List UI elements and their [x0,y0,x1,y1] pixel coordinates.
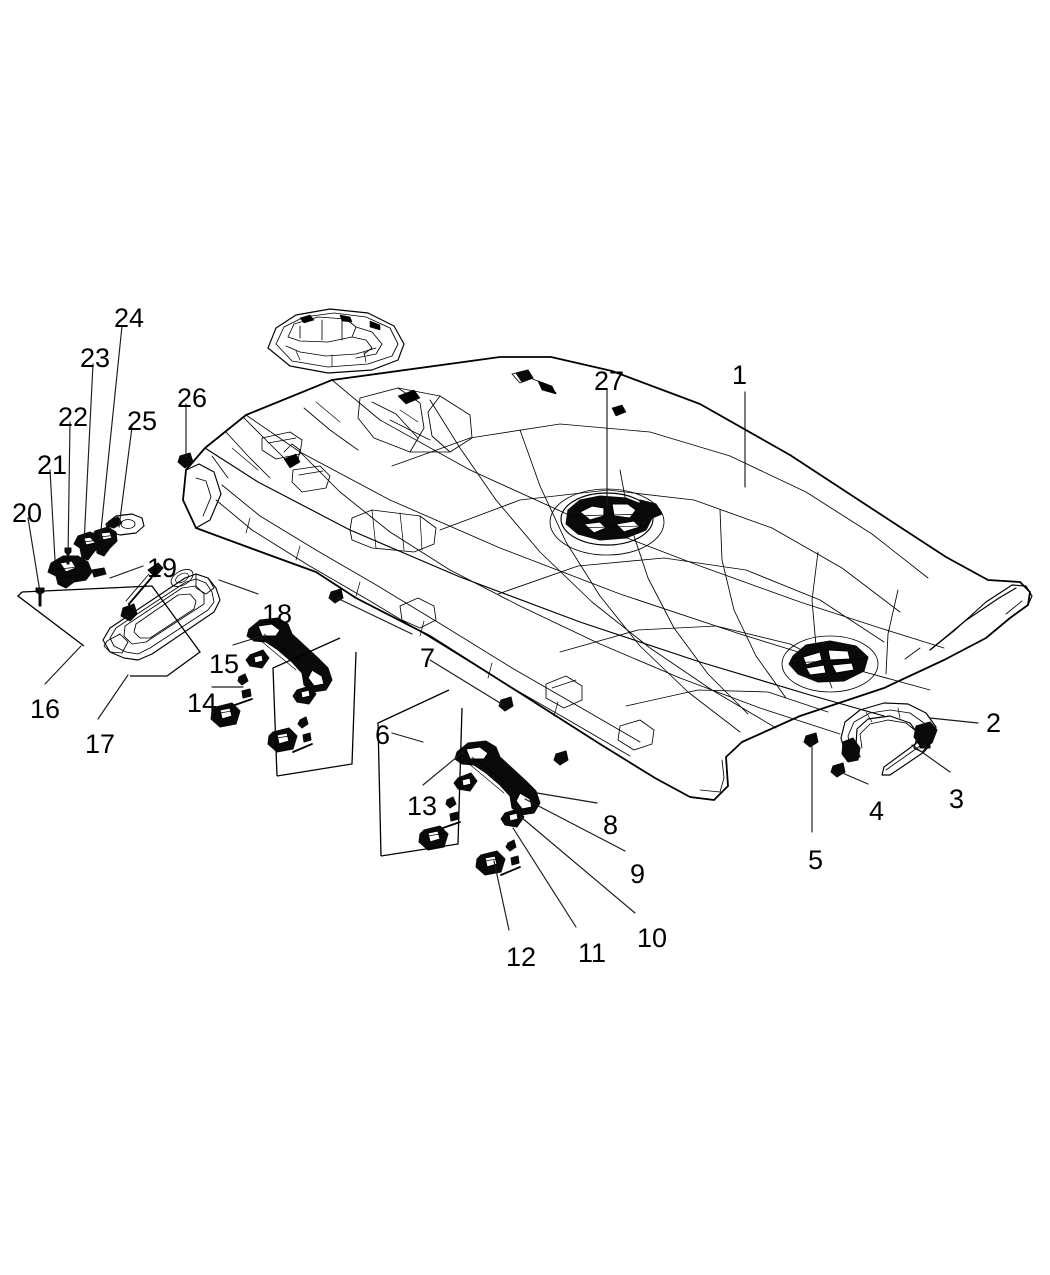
callout-6: 6 [375,720,391,750]
callout-23: 23 [80,343,111,373]
callout-13: 13 [407,791,438,821]
callout-11: 11 [578,938,607,968]
callout-27: 27 [594,366,625,396]
leader-9 [524,798,626,852]
visor-small-parts [35,513,145,607]
leader-4 [839,771,869,785]
clip-26 [177,452,194,469]
callout-1: 1 [732,360,748,390]
leader-12 [493,860,510,931]
visor-support-rod-19 [120,562,164,622]
leader-18 [218,579,259,595]
detached-overhead-console [267,308,405,374]
visor-plate-25 [105,513,145,536]
callout-16: 16 [30,694,61,724]
leader-22 [67,421,71,557]
callout-15: 15 [209,649,240,679]
leader-20 [27,517,41,593]
leader-13 [422,751,464,786]
callout-20: 20 [12,498,43,528]
leader-6 [391,732,424,743]
headliner-panel [182,356,1033,801]
callout-12: 12 [506,942,537,972]
clip-5 [803,732,819,748]
leader-2 [929,717,979,724]
leader-11 [512,827,577,928]
leader-16 [44,645,82,685]
group-brackets [17,585,463,857]
leader-21 [49,469,56,561]
leader-lines [27,325,979,931]
leader-10 [520,816,636,914]
callout-18: 18 [262,599,293,629]
leader-7a [336,597,413,635]
leader-17 [97,674,129,720]
visor-bracket-21 [47,555,93,589]
leader-25 [118,426,133,528]
callout-19: 19 [147,553,178,583]
grab-handle-front-assembly [210,617,333,753]
callout-8: 8 [603,810,619,840]
callout-24: 24 [114,303,145,333]
callout-10: 10 [637,923,668,953]
bracket-visor-group [17,591,85,647]
rear-speaker-grille [781,635,879,693]
clip-7b [498,696,514,712]
leader-3 [911,744,951,773]
callout-5: 5 [808,845,824,875]
visor-screw-20 [35,587,45,607]
leader-8 [536,792,598,804]
clip-7c [553,750,569,766]
grab-handle-rear-assembly [418,740,541,876]
callout-17: 17 [85,729,116,759]
callout-2: 2 [986,708,1002,738]
callout-9: 9 [630,859,646,889]
callout-21: 21 [37,450,68,480]
callout-22: 22 [58,402,89,432]
leader-23 [83,363,94,545]
leader-7b [429,659,506,707]
callout-7: 7 [420,643,436,673]
leader-24 [99,325,123,541]
callout-25: 25 [127,406,158,436]
callout-4: 4 [869,796,885,826]
clip-7a [328,588,344,604]
leader-15 [232,635,263,646]
overhead-console-module-27 [549,488,665,556]
leader-19 [109,565,144,579]
bracket-handle-group-right [377,689,450,857]
bracket-handle-group-left [272,637,341,777]
callout-26: 26 [177,383,208,413]
callout-3: 3 [949,784,965,814]
clip-4 [830,762,846,778]
rear-trim-strip-3 [881,739,931,776]
callout-14: 14 [187,688,218,718]
